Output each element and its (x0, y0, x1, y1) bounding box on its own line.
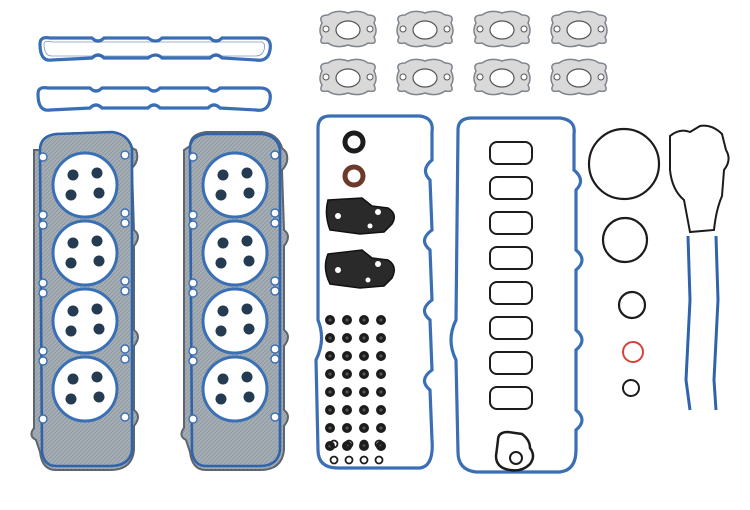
timing-cover-side-seals (684, 235, 720, 411)
cylinder-bore (38, 286, 130, 356)
valve-cover-gasket-right (449, 116, 584, 474)
intake-manifold-gasket-bottom (36, 86, 272, 112)
tube-seal (489, 211, 533, 235)
stem-seal-small (374, 455, 384, 465)
o-ring-tiny (622, 379, 640, 397)
cylinder-bore (38, 218, 130, 288)
stem-seal-small (359, 439, 369, 449)
cylinder-bore (38, 354, 130, 424)
tube-seal (489, 281, 533, 305)
tube-seal (489, 141, 533, 165)
exhaust-gasket (319, 10, 377, 48)
tube-seal (489, 316, 533, 340)
tube-seal (489, 386, 533, 410)
timing-cover-gasket (669, 124, 730, 234)
o-ring-red (622, 341, 644, 363)
vct-solenoid-gasket-upper (325, 197, 395, 235)
exhaust-gasket (550, 10, 608, 48)
cam-seals (342, 130, 366, 188)
exhaust-manifold-gaskets (319, 10, 608, 96)
exhaust-gasket (473, 10, 531, 48)
cylinder-bore (188, 218, 280, 288)
exhaust-gasket (473, 58, 531, 96)
stem-seal-small (329, 439, 339, 449)
exhaust-gasket (396, 10, 454, 48)
tube-seal (489, 246, 533, 270)
vct-solenoid-gasket-lower (324, 249, 395, 289)
o-ring-large (587, 127, 661, 201)
valve-stem-seals (325, 315, 386, 465)
stem-seal-small (344, 439, 354, 449)
o-ring-small (617, 290, 647, 320)
cylinder-bore (38, 150, 130, 220)
cylinder-bore (188, 150, 280, 220)
o-ring-medium (601, 216, 649, 264)
stem-seal-small (374, 439, 384, 449)
tube-seal (489, 176, 533, 200)
spark-plug-tube-seals (489, 141, 533, 410)
exhaust-gasket (550, 58, 608, 96)
thermostat-gasket (494, 430, 535, 472)
stem-seal-small (344, 455, 354, 465)
valve-cover-gasket-left (314, 114, 434, 470)
stem-seal-small (329, 455, 339, 465)
cylinder-bore (188, 354, 280, 424)
cylinder-bore (188, 286, 280, 356)
exhaust-gasket (319, 58, 377, 96)
exhaust-gasket (396, 58, 454, 96)
head-gasket-right (180, 131, 289, 471)
tube-seal (489, 351, 533, 375)
intake-manifold-gasket-top (38, 36, 272, 62)
head-gasket-left (30, 130, 139, 471)
stem-seal-small (359, 455, 369, 465)
